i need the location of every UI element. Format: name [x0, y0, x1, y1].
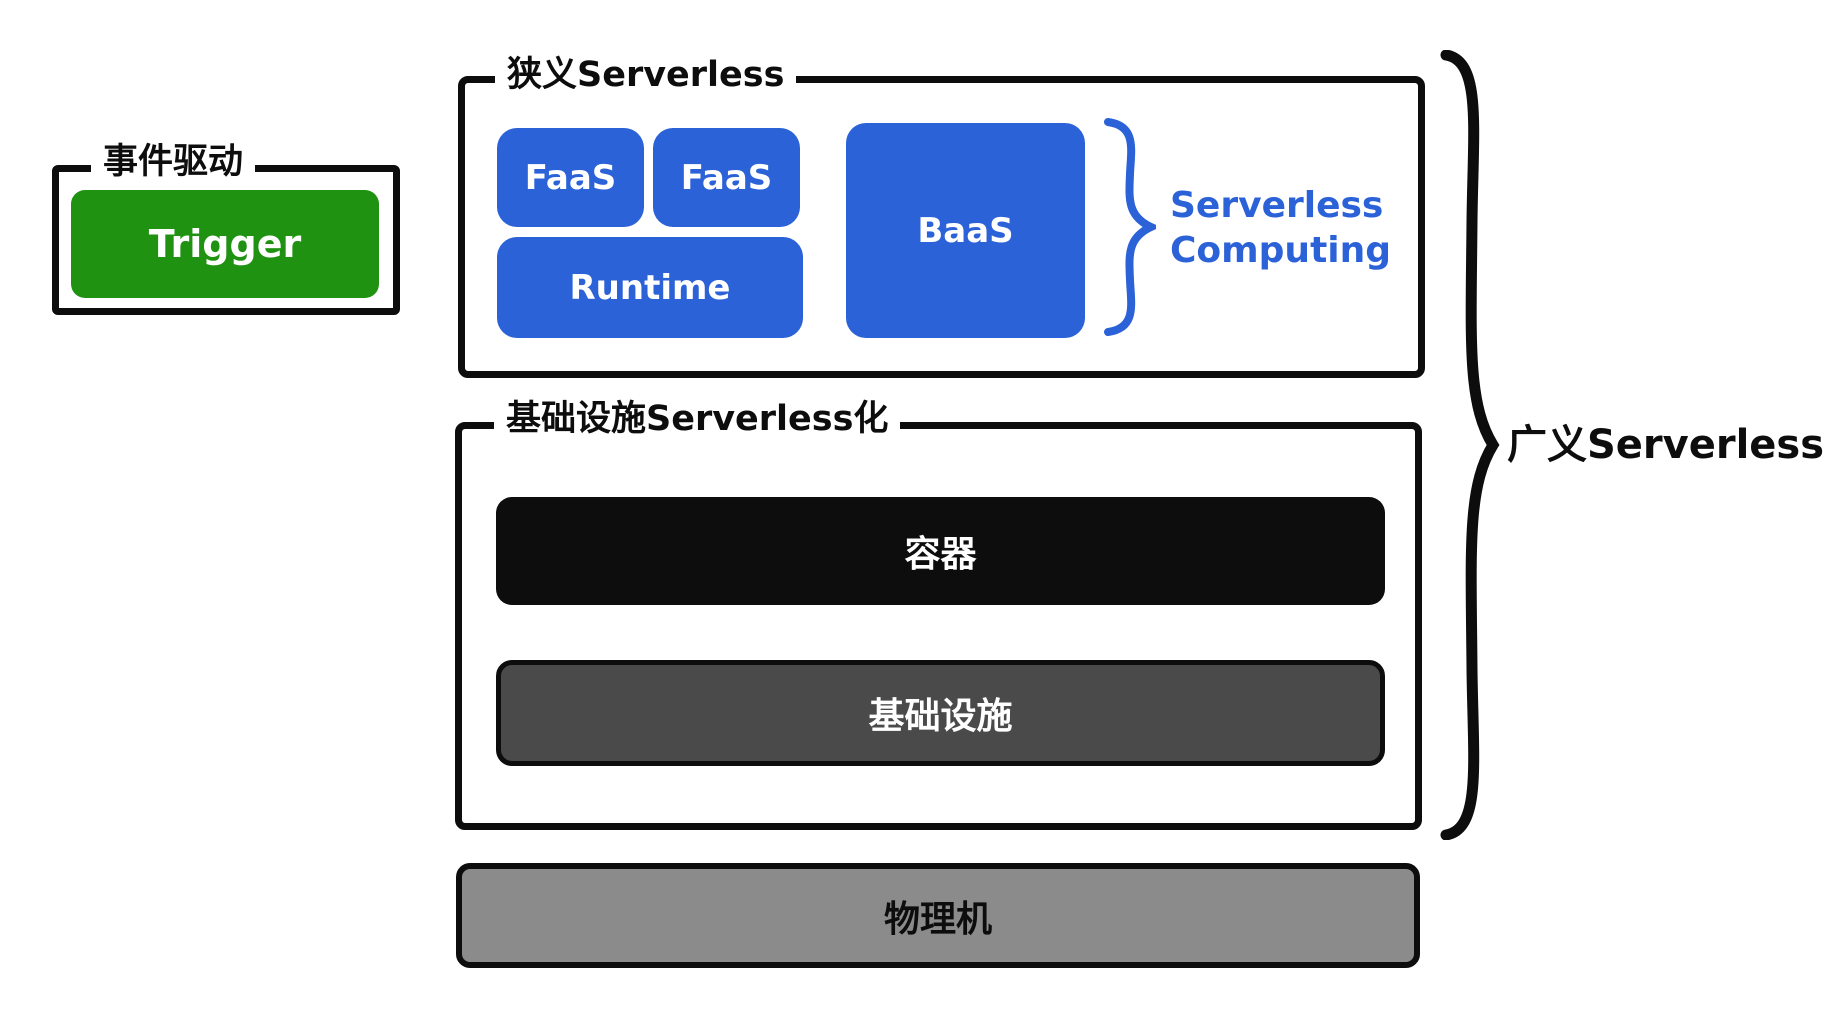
trigger-node: Trigger	[71, 190, 379, 298]
baas-node: BaaS	[846, 123, 1085, 338]
narrow-serverless-group: 狭义Serverless FaaS FaaS Runtime BaaS Serv…	[458, 51, 1425, 378]
infra-serverless-label: 基础设施Serverless化	[494, 395, 901, 444]
serverless-computing-label: Serverless Computing	[1170, 183, 1391, 273]
faas-node-2: FaaS	[653, 128, 800, 227]
event-driven-group: 事件驱动 Trigger	[52, 138, 400, 315]
faas-node-1: FaaS	[497, 128, 644, 227]
container-bar: 容器	[496, 497, 1385, 605]
broad-serverless-brace-icon	[1440, 50, 1500, 840]
serverless-computing-line1: Serverless	[1170, 185, 1384, 226]
event-driven-label: 事件驱动	[91, 138, 256, 187]
narrow-serverless-label: 狭义Serverless	[495, 51, 797, 100]
infrastructure-bar: 基础设施	[496, 660, 1385, 766]
physical-machine-bar: 物理机	[456, 863, 1420, 968]
broad-serverless-label: 广义Serverless	[1507, 422, 1825, 468]
serverless-computing-line2: Computing	[1170, 230, 1392, 271]
runtime-node: Runtime	[497, 237, 803, 338]
serverless-computing-brace-icon	[1104, 118, 1156, 336]
infra-serverless-group: 基础设施Serverless化 容器 基础设施	[455, 395, 1422, 830]
